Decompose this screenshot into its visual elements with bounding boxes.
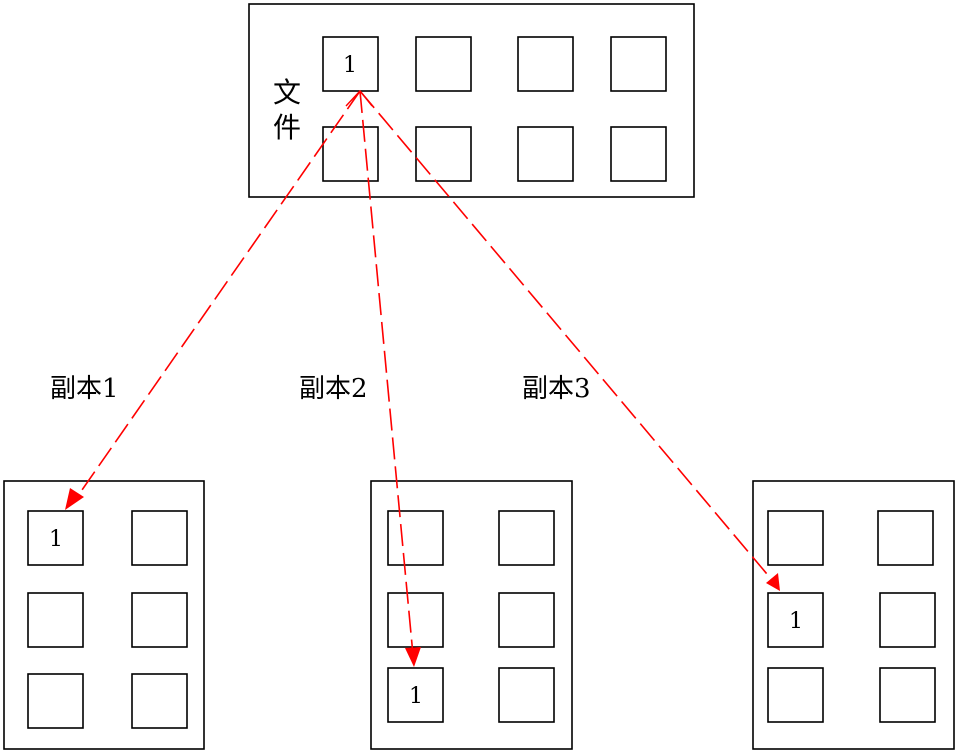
arrow-to-replica-2 — [359, 90, 414, 656]
replica-1-label: 副本1 — [50, 374, 119, 404]
replica-3-node: 1 — [752, 480, 955, 750]
replica-1-block — [27, 673, 84, 729]
replica-1-block — [131, 592, 188, 648]
replica-2-block — [498, 667, 555, 723]
arrow-to-replica-3 — [359, 90, 773, 581]
replica-3-block — [879, 592, 936, 648]
file-block — [610, 126, 667, 182]
file-block-1 — [322, 36, 379, 92]
replica-1-block — [131, 510, 188, 566]
replica-3-block — [767, 510, 824, 566]
replica-3-block — [767, 667, 824, 723]
replica-2-node: 1 — [370, 480, 573, 750]
arrowhead-replica-3 — [766, 573, 780, 591]
replica-2-block — [498, 592, 555, 648]
replica-1-node: 1 — [3, 480, 205, 750]
file-block — [415, 36, 472, 92]
replica-2-block — [387, 592, 444, 648]
replica-2-label: 副本2 — [299, 374, 368, 404]
file-block — [610, 36, 667, 92]
replica-3-label: 副本3 — [522, 374, 591, 404]
replica-2-block — [387, 510, 444, 566]
replica-3-block-1-label: 1 — [789, 609, 803, 634]
arrowhead-replica-1 — [65, 488, 84, 510]
replica-2-block-1 — [387, 667, 444, 723]
file-block — [322, 126, 379, 182]
replica-3-block — [877, 510, 934, 566]
file-container: 文 件 1 — [248, 3, 695, 198]
file-block — [517, 126, 574, 182]
file-block-1-label: 1 — [343, 53, 357, 78]
replica-2-block — [498, 510, 555, 566]
replica-1-block — [131, 673, 188, 729]
replica-3-block-1 — [767, 592, 824, 648]
replica-1-block-1 — [27, 510, 84, 566]
file-label-line2: 件 — [273, 111, 301, 144]
file-block — [517, 36, 574, 92]
file-block — [415, 126, 472, 182]
replica-3-block — [879, 667, 936, 723]
replica-1-block — [27, 592, 84, 648]
file-label-line1: 文 — [273, 76, 301, 109]
arrow-to-replica-1 — [74, 90, 361, 501]
replica-2-block-1-label: 1 — [409, 684, 423, 709]
source-arrowhead-outline — [345, 89, 373, 107]
replication-arrows — [65, 89, 780, 667]
replica-1-block-1-label: 1 — [49, 527, 63, 552]
arrowhead-replica-2 — [405, 647, 421, 667]
